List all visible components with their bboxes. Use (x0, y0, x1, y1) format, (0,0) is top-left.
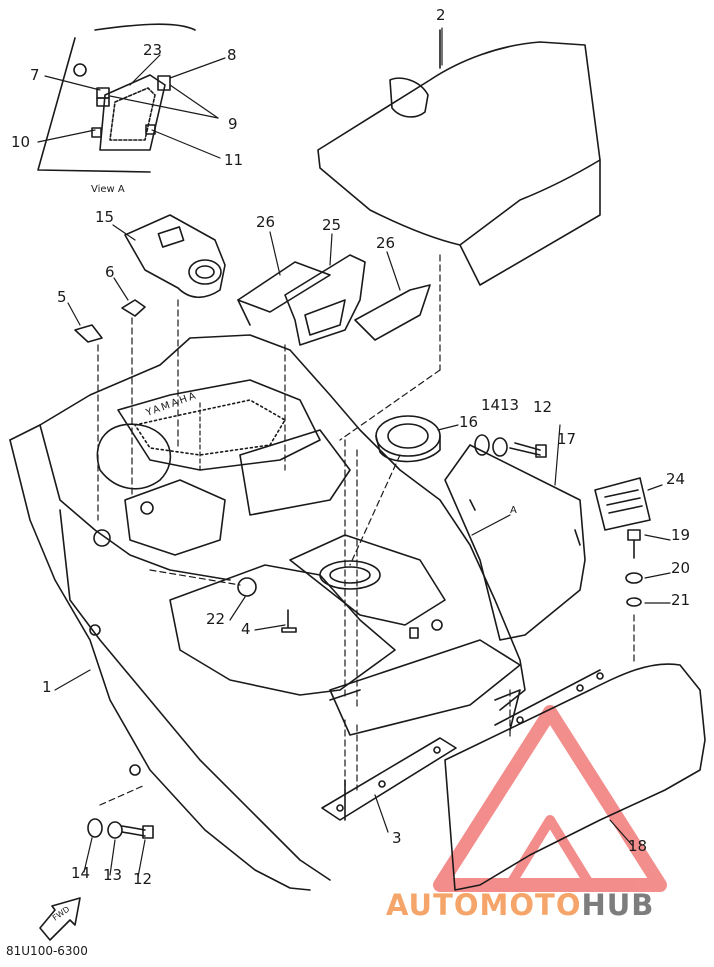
part-code: 81U100-6300 (6, 944, 88, 958)
callout-14-top: 14 (481, 396, 501, 414)
callout-13-bottom: 13 (103, 866, 123, 884)
callout-17: 17 (557, 430, 577, 448)
callout-10: 10 (11, 133, 31, 151)
callout-6: 6 (105, 263, 115, 281)
part-16-grommet (375, 415, 441, 463)
callout-21: 21 (671, 591, 691, 609)
callout-19: 19 (671, 526, 691, 544)
callout-9: 9 (228, 115, 238, 133)
callout-14-bottom: 14 (71, 864, 91, 882)
callout-26-left: 26 (256, 213, 276, 231)
callout-5: 5 (57, 288, 67, 306)
part-3-bracket (321, 689, 457, 821)
part-25-26-pads (237, 254, 431, 346)
watermark-logo (433, 705, 667, 892)
callout-16: 16 (459, 413, 479, 431)
part-12-13-14-bottom (87, 818, 154, 839)
callout-2: 2 (436, 6, 446, 24)
callout-20: 20 (671, 559, 691, 577)
callout-25: 25 (322, 216, 342, 234)
callout-15: 15 (95, 208, 115, 226)
fwd-arrow-icon (39, 897, 81, 941)
callout-12-top: 12 (533, 398, 553, 416)
view-a-caption: View A (91, 184, 125, 195)
callout-1: 1 (42, 678, 52, 696)
part-19-20-21-fasteners (625, 529, 643, 607)
callout-7: 7 (30, 66, 40, 84)
leader-lines (37, 27, 671, 878)
part-18-cover (444, 663, 706, 891)
callout-23: 23 (143, 41, 163, 59)
view-arrow-label: A (510, 505, 517, 516)
part-1-body (9, 334, 526, 891)
watermark-prefix: AUTOMOTO (386, 888, 582, 922)
callout-11: 11 (224, 151, 244, 169)
callout-8: 8 (227, 46, 237, 64)
callout-22: 22 (206, 610, 226, 628)
watermark-suffix: HUB (581, 888, 655, 922)
view-a-inset (37, 23, 196, 173)
part-12-13-14-top (474, 434, 547, 458)
part-22-4 (237, 577, 297, 633)
callout-26-right: 26 (376, 234, 396, 252)
part-2-cover (317, 29, 601, 286)
part-15-holder (124, 214, 226, 299)
callout-3: 3 (392, 829, 402, 847)
part-17-panel (444, 444, 586, 641)
callout-18: 18 (628, 837, 648, 855)
callout-13-top: 13 (500, 396, 520, 414)
callout-24: 24 (666, 470, 686, 488)
watermark-text: AUTOMOTOHUB (386, 888, 654, 922)
callout-12-bottom: 12 (133, 870, 153, 888)
part-24-label (594, 477, 651, 531)
callout-4: 4 (241, 620, 251, 638)
part-5-6-clips (74, 299, 146, 343)
